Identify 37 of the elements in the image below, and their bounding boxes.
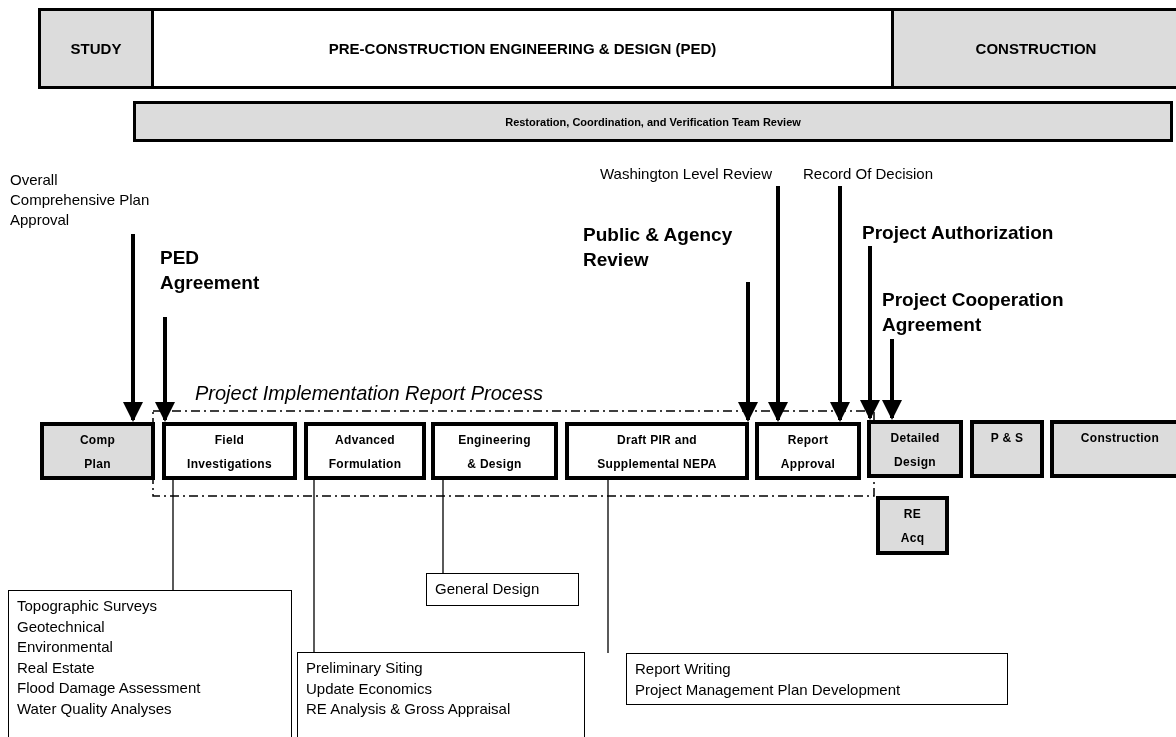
arrow — [860, 246, 880, 420]
task-list-box: General Design — [426, 573, 579, 606]
process-box: Draft PIR and Supplemental NEPA — [565, 422, 749, 480]
process-box: RE Acq — [876, 496, 949, 555]
arrow — [882, 339, 902, 420]
milestone-label: PED Agreement — [160, 245, 290, 317]
group-title: Project Implementation Report Process — [195, 381, 543, 406]
task-list-box: Preliminary Siting Update Economics RE Analysis & Gross Appraisal — [297, 652, 585, 737]
milestone-label: Public & Agency Review — [583, 222, 743, 282]
connector-line — [442, 479, 444, 574]
review-band: Restoration, Coordination, and Verification Team Review — [133, 101, 1173, 142]
milestone-label: Washington Level Review — [600, 164, 785, 186]
process-box: Report Approval — [755, 422, 861, 480]
connector-line — [172, 479, 174, 591]
process-box: Comp Plan — [40, 422, 155, 480]
arrow — [155, 317, 175, 422]
process-box: Engineering & Design — [431, 422, 558, 480]
process-box: Field Investigations — [162, 422, 297, 480]
arrow — [738, 282, 758, 422]
phase-band: CONSTRUCTION — [891, 8, 1176, 89]
process-box: Construction — [1050, 420, 1176, 478]
process-box: P & S — [970, 420, 1044, 478]
process-box: Detailed Design — [867, 420, 963, 478]
milestone-label: Project Authorization — [862, 220, 1112, 246]
task-list-box: Report Writing Project Management Plan Development — [626, 653, 1008, 705]
milestone-label: Record Of Decision — [803, 164, 973, 186]
arrow — [123, 234, 143, 422]
task-list-box: Topographic Surveys Geotechnical Environmental Real Estate Flood Damage Assessment Water Quality Analyses — [8, 590, 292, 737]
connector-line — [313, 479, 315, 653]
process-box: Advanced Formulation — [304, 422, 426, 480]
milestone-label: Project Cooperation Agreement — [882, 287, 1117, 339]
arrow — [768, 186, 788, 422]
milestone-label: Overall Comprehensive Plan Approval — [10, 170, 155, 234]
connector-line — [607, 479, 609, 654]
phase-band: PRE-CONSTRUCTION ENGINEERING & DESIGN (PED) — [151, 8, 894, 89]
phase-band: STUDY — [38, 8, 154, 89]
arrow — [830, 186, 850, 422]
